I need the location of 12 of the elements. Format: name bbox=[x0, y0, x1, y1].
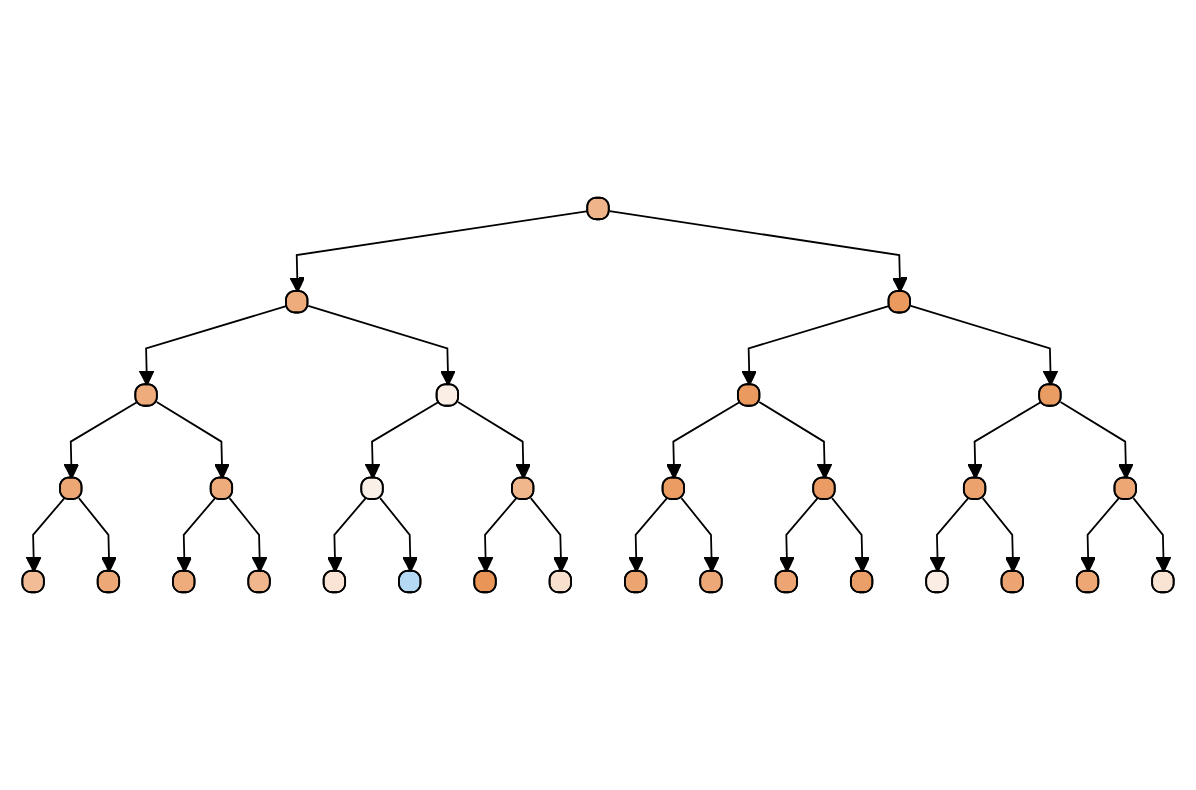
arrow bbox=[307, 305, 456, 386]
arrow bbox=[778, 497, 819, 573]
arrow bbox=[78, 497, 117, 573]
arrow bbox=[1080, 497, 1120, 573]
arrow bbox=[327, 497, 367, 573]
arrow bbox=[909, 305, 1059, 386]
arrow bbox=[628, 497, 668, 573]
arrow bbox=[831, 497, 871, 573]
arrow bbox=[176, 497, 216, 573]
arrow bbox=[529, 497, 569, 573]
arrow bbox=[379, 497, 419, 573]
arrow bbox=[608, 210, 908, 293]
